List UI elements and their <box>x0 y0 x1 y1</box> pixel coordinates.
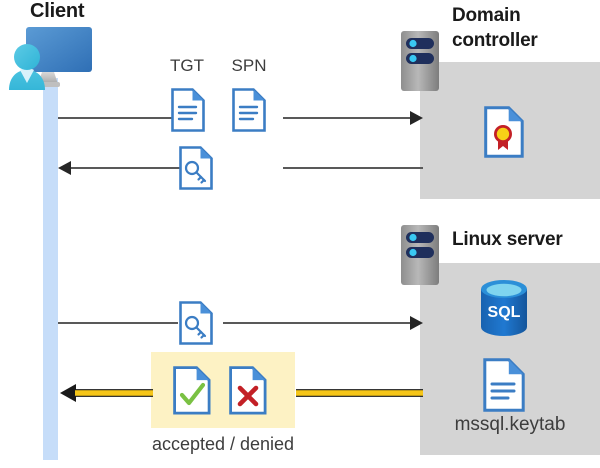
message-present-ticket-arrow <box>58 313 423 333</box>
domain-controller-title-line1: Domain <box>452 5 521 26</box>
client-workstation-icon <box>6 24 96 92</box>
ticket-key-document-icon <box>179 146 213 190</box>
message-auth-result-arrow <box>58 382 423 404</box>
tgt-label: TGT <box>170 56 204 75</box>
domain-controller-server-icon <box>401 31 439 91</box>
sql-database-icon: SQL <box>478 280 530 336</box>
spn-label: SPN <box>231 56 267 75</box>
message-request-tgt-spn-arrow <box>58 108 423 128</box>
auth-result-caption: accepted / denied <box>151 434 295 454</box>
sql-label: SQL <box>488 304 521 321</box>
client-title: Client <box>30 0 85 22</box>
linux-server-icon <box>401 225 439 285</box>
denied-document-icon <box>229 366 267 415</box>
linux-server-title: Linux server <box>452 229 563 250</box>
domain-controller-title-line2: controller <box>452 30 538 51</box>
tgt-document-icon <box>171 88 205 132</box>
spn-document-icon <box>232 88 266 132</box>
service-ticket-key-document-icon <box>179 301 213 345</box>
keytab-document-icon <box>483 358 525 412</box>
keytab-file-label: mssql.keytab <box>454 414 566 435</box>
message-ticket-response-arrow <box>58 158 423 178</box>
accepted-document-icon <box>173 366 211 415</box>
certificate-icon <box>484 106 524 158</box>
client-lifeline <box>43 78 58 460</box>
